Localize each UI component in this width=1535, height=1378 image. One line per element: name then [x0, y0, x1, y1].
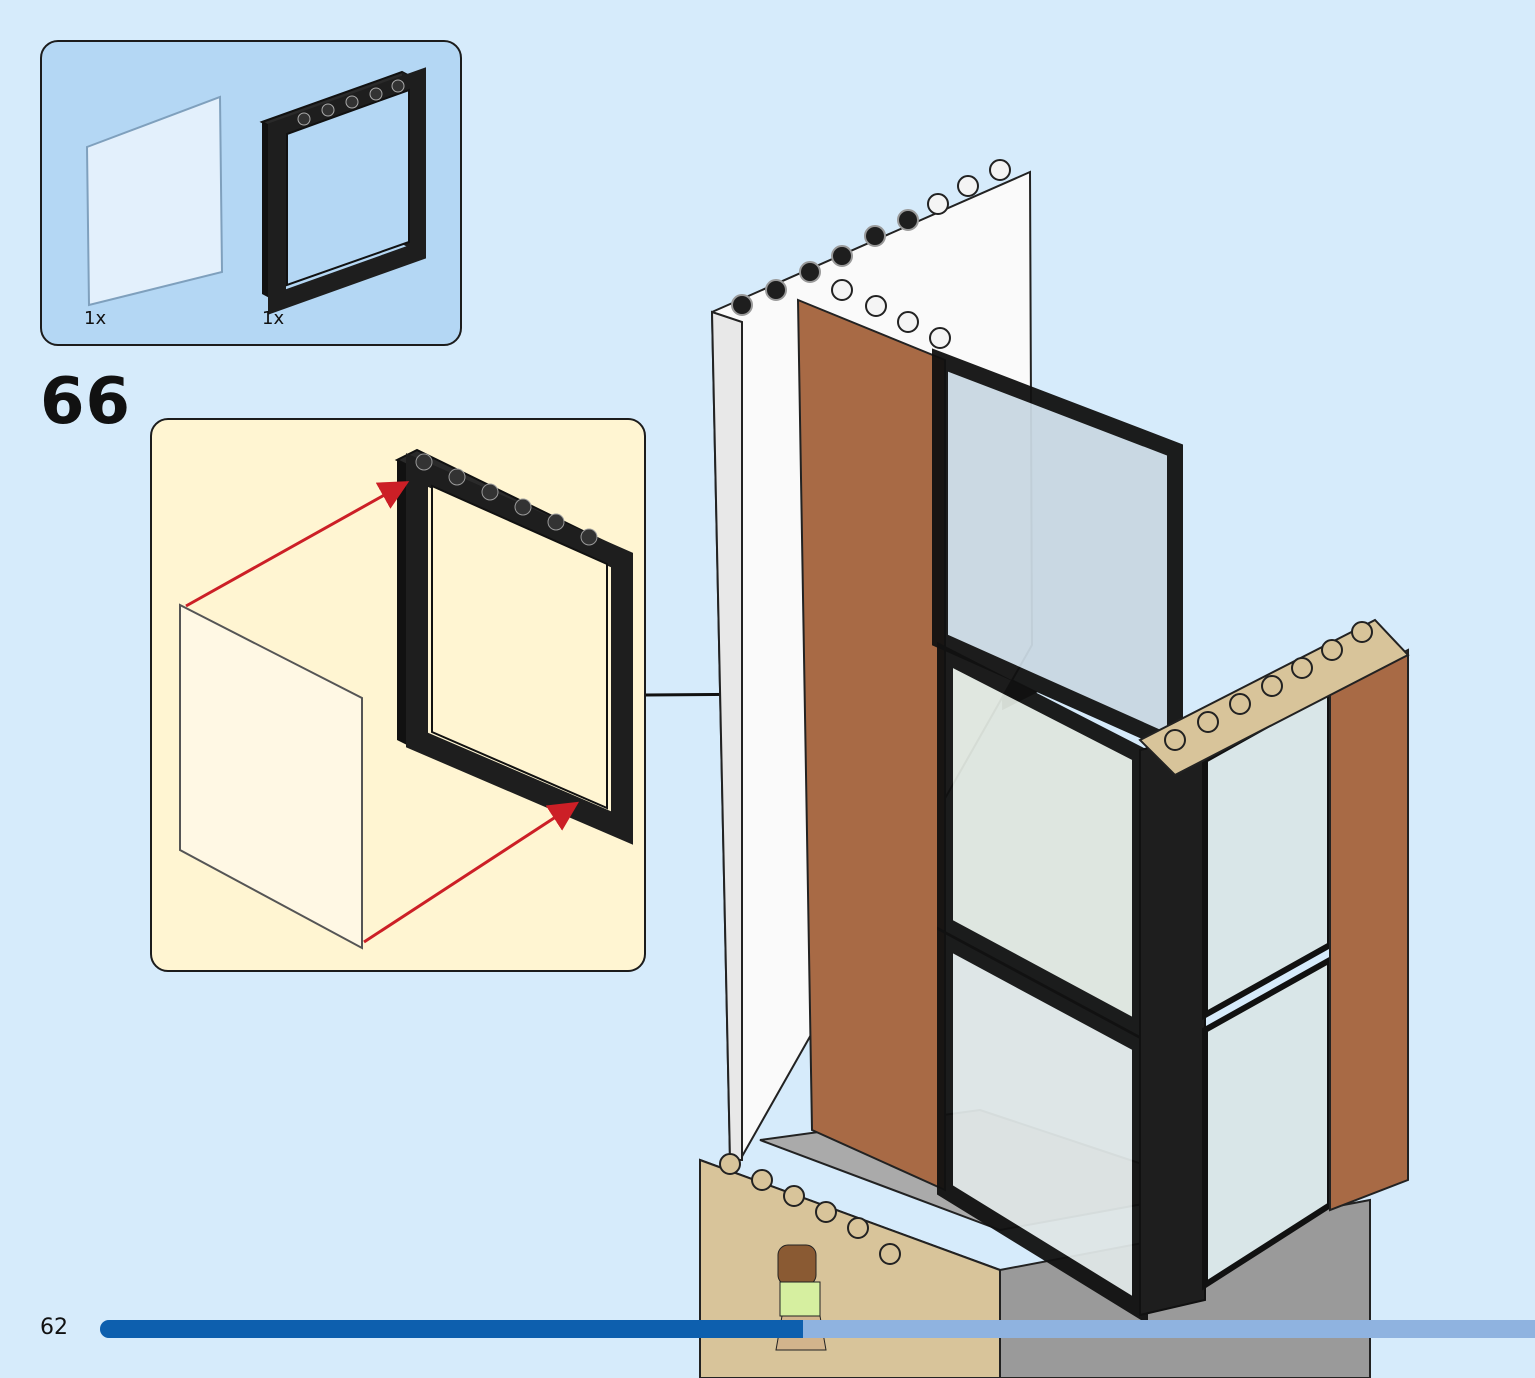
sub-assembly-callout	[150, 418, 646, 972]
sub-assembly-illustration	[179, 448, 633, 950]
tan-studs	[719, 621, 1373, 1265]
callout-arrow	[645, 674, 1038, 711]
parts-list-box: 1x 1x	[40, 40, 462, 346]
glass-pane-icon	[179, 603, 363, 950]
glass-pane-quantity: 1x	[84, 308, 107, 329]
white-studs	[831, 159, 1011, 349]
right-siding	[1329, 648, 1409, 1212]
white-wall	[710, 170, 1034, 1161]
red-arrow-bottom	[363, 801, 580, 944]
window-frame-icon	[394, 448, 633, 845]
window-frame-icon	[259, 67, 426, 315]
corner-pillar	[1139, 733, 1206, 1317]
parts-list-illustration	[85, 67, 426, 315]
progress-bar-fill	[100, 1320, 804, 1338]
red-arrow-top	[185, 481, 410, 608]
progress-bar	[100, 1320, 1535, 1338]
side-window	[1202, 684, 1333, 1291]
brown-siding	[796, 298, 946, 1192]
window-frame-quantity: 1x	[262, 308, 285, 329]
window-column	[932, 348, 1183, 1325]
glass-pane-icon	[85, 95, 224, 307]
tan-ledge	[1138, 618, 1410, 777]
step-number: 66	[40, 365, 132, 439]
top-studs	[731, 209, 919, 316]
page-number: 62	[40, 1315, 68, 1340]
